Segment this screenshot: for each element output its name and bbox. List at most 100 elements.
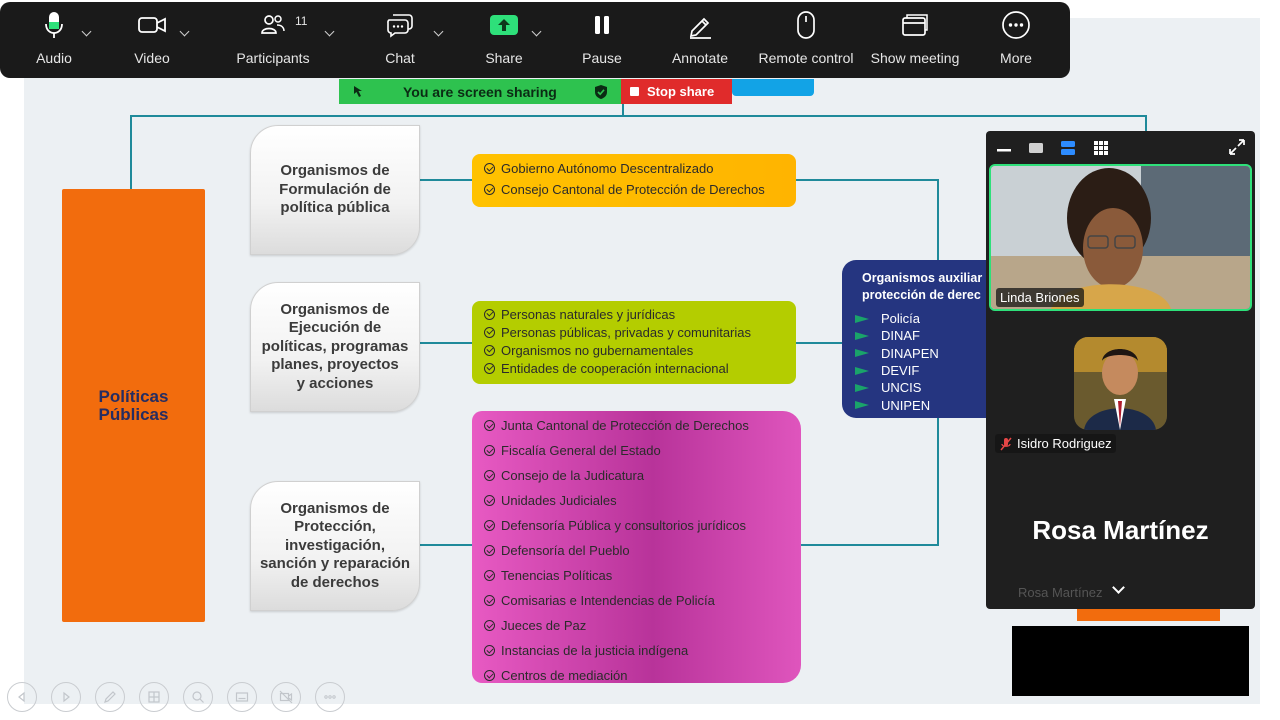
screen-sharing-banner[interactable]: You are screen sharing [339, 79, 621, 104]
pen-tool-button[interactable] [95, 682, 125, 712]
chat-button[interactable]: Chat [380, 2, 420, 78]
list-item-text: Personas naturales y jurídicas [501, 306, 676, 322]
video-camera-icon [138, 17, 166, 33]
politicas-publicas-box: Políticas Públicas [62, 189, 205, 622]
annotate-button[interactable]: Annotate [666, 2, 734, 78]
pencil-icon [689, 17, 711, 39]
video-panel-header [986, 131, 1255, 163]
participant-big-name: Rosa Martínez [1032, 515, 1209, 545]
pause-button[interactable]: Pause [578, 2, 626, 78]
arrow-icon [855, 401, 869, 410]
list-item: Tenencias Políticas [484, 563, 789, 588]
arrow-left-icon [18, 691, 25, 703]
slides-icon [148, 691, 160, 703]
list-item-text: Fiscalía General del Estado [501, 443, 661, 458]
slides-button[interactable] [139, 682, 169, 712]
list-item: DEVIF [855, 362, 992, 379]
connector-center-up [622, 100, 624, 116]
show-meeting-button[interactable]: Show meeting [866, 2, 964, 78]
video-tile-linda[interactable]: Linda Briones [989, 164, 1252, 311]
connector-row3 [420, 544, 472, 546]
more-options-button[interactable] [315, 682, 345, 712]
next-slide-button[interactable] [51, 682, 81, 712]
connector-row2 [420, 342, 472, 344]
meeting-toolbar: Audio Video Participants [0, 2, 1070, 78]
arrow-icon [855, 349, 869, 358]
connector-left-down [130, 115, 132, 189]
list-item: Personas públicas, privadas y comunitari… [484, 323, 784, 341]
subtitles-button[interactable] [227, 682, 257, 712]
list-item: Entidades de cooperación internacional [484, 359, 784, 377]
drag-icon[interactable] [351, 84, 367, 100]
share-screen-icon [490, 15, 518, 35]
list-item: DINAF [855, 327, 992, 344]
gallery-strip-icon[interactable] [1060, 140, 1076, 156]
politicas-publicas-label: Políticas Públicas [98, 386, 169, 424]
chevron-down-icon[interactable] [179, 26, 190, 37]
list-item: Comisarias e Intendencias de Policía [484, 588, 789, 613]
speaker-view-icon[interactable] [1028, 142, 1044, 154]
expand-icon[interactable] [1228, 138, 1246, 156]
stop-icon [630, 87, 639, 96]
participant-name-tag: Isidro Rodriguez [995, 434, 1116, 453]
magnifier-icon [192, 691, 204, 703]
yellow-list-box: Gobierno Autónomo Descentralizado Consej… [472, 154, 796, 207]
check-icon [484, 163, 495, 174]
category-label: Organismos de Protección, investigación,… [259, 499, 411, 591]
list-item: Centros de mediación [484, 663, 789, 688]
audio-label: Audio [36, 50, 72, 66]
participant-video-image [991, 166, 1250, 309]
remote-control-button[interactable]: Remote control [754, 2, 858, 78]
check-icon [484, 470, 495, 481]
check-icon [484, 495, 495, 506]
pink-list-box: Junta Cantonal de Protección de Derechos… [472, 411, 801, 683]
camera-off-icon [279, 690, 293, 704]
list-item: Gobierno Autónomo Descentralizado [484, 158, 784, 179]
chevron-down-icon[interactable] [531, 26, 542, 37]
subtitles-icon [235, 692, 249, 702]
connector-top-line [130, 115, 1147, 117]
list-item-text: DINAPEN [881, 345, 939, 361]
list-item: Consejo de la Judicatura [484, 463, 789, 488]
list-item: Instancias de la justicia indígena [484, 638, 789, 663]
camera-off-button[interactable] [271, 682, 301, 712]
grid-view-icon[interactable] [1093, 140, 1109, 156]
more-icon [1002, 11, 1030, 39]
video-button[interactable]: Video [128, 2, 176, 78]
black-video-tile [1012, 626, 1249, 696]
list-item: Consejo Cantonal de Protección de Derech… [484, 179, 784, 200]
participants-icon [261, 15, 285, 34]
minimize-icon[interactable] [996, 143, 1012, 153]
chevron-down-icon[interactable] [433, 26, 444, 37]
previous-slide-button[interactable] [7, 682, 37, 712]
zoom-button[interactable] [183, 682, 213, 712]
arrow-icon [855, 314, 869, 323]
list-item-text: Unidades Judiciales [501, 493, 617, 508]
video-label: Video [134, 50, 170, 66]
chevron-down-icon[interactable] [324, 26, 335, 37]
stop-share-button[interactable]: Stop share [621, 79, 732, 104]
participants-label: Participants [236, 50, 310, 66]
pause-label: Pause [582, 50, 622, 66]
check-icon [484, 362, 495, 374]
arrow-right-icon [63, 691, 70, 703]
participant-name-tag: Rosa Martínez [1018, 585, 1103, 600]
more-button[interactable]: More [994, 2, 1038, 78]
check-icon [484, 344, 495, 356]
chevron-down-icon[interactable] [1112, 581, 1125, 594]
list-item: UNIPEN [855, 396, 992, 413]
connector-vertical-right-top [937, 179, 939, 260]
connector-right-down [1145, 115, 1147, 135]
list-item-text: Junta Cantonal de Protección de Derechos [501, 418, 749, 433]
audio-button[interactable]: Audio [30, 2, 78, 78]
list-item-text: Gobierno Autónomo Descentralizado [501, 161, 714, 176]
more-label: More [1000, 50, 1032, 66]
list-item: Jueces de Paz [484, 613, 789, 638]
shield-check-icon [595, 85, 607, 99]
chevron-down-icon[interactable] [81, 26, 92, 37]
participants-button[interactable]: Participants [234, 2, 312, 78]
list-item-text: UNIPEN [881, 397, 931, 413]
list-item-text: Entidades de cooperación internacional [501, 360, 729, 376]
list-item: UNCIS [855, 379, 992, 396]
share-button[interactable]: Share [484, 2, 524, 78]
